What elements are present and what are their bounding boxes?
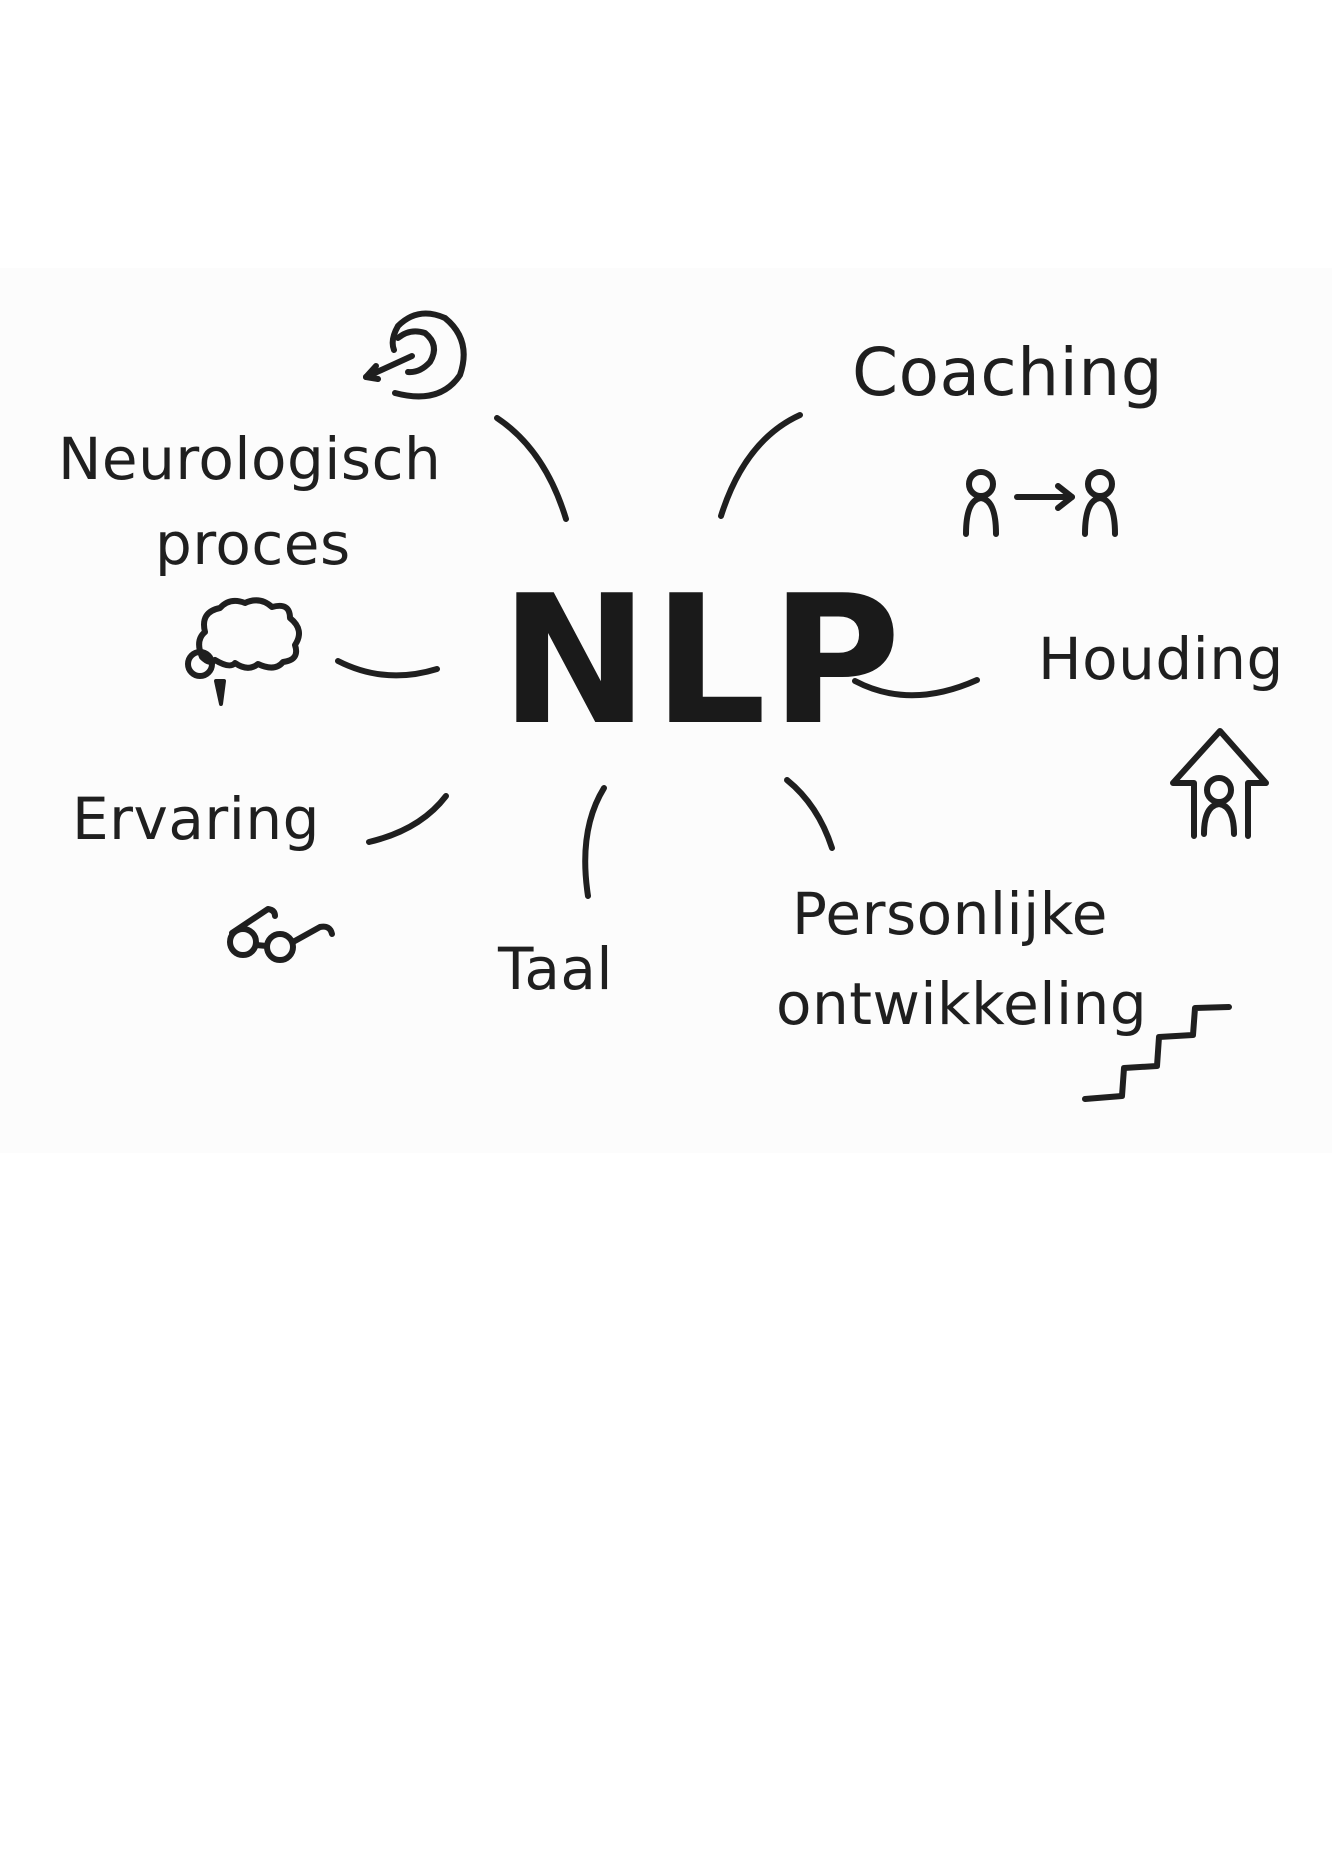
branch-label-houding: Houding <box>1038 625 1284 693</box>
branch-label-coaching: Coaching <box>852 334 1164 411</box>
branch-label-neurologisch-line1: Neurologisch <box>58 425 442 493</box>
branch-label-neurologisch-line2: proces <box>155 510 351 578</box>
branch-label-persoonlijke-line1: Personlijke <box>792 880 1108 948</box>
branch-label-taal: Taal <box>498 935 614 1003</box>
branch-label-ervaring: Ervaring <box>72 785 320 853</box>
branch-label-persoonlijke-line2: ontwikkeling <box>776 970 1148 1038</box>
center-node-nlp: NLP <box>500 557 905 764</box>
